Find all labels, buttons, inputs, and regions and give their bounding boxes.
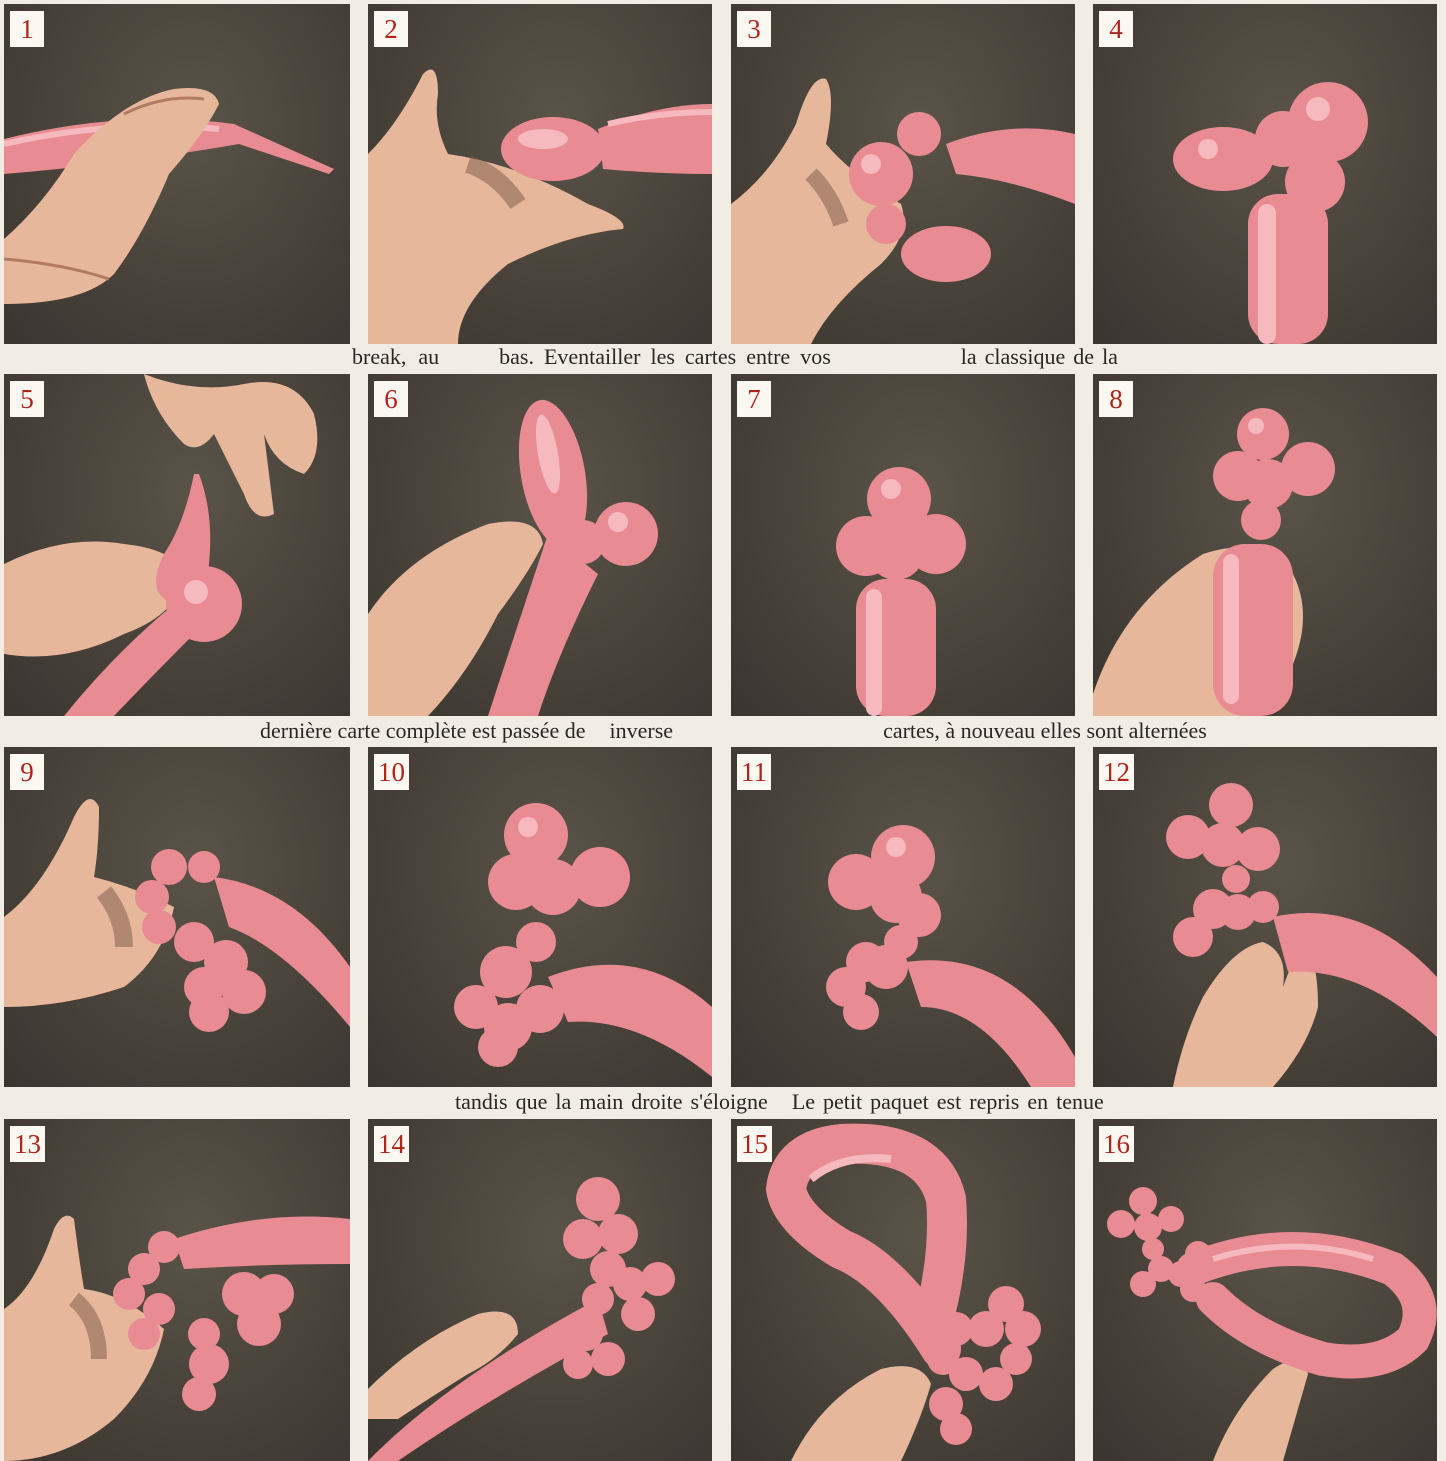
step-number: 12: [1099, 754, 1134, 790]
step-13-photo: 13: [4, 1119, 350, 1461]
step-10-photo: 10: [368, 747, 712, 1087]
bleed-text-row-3: tandis que la main droite s'éloigne Le p…: [0, 1087, 1446, 1117]
step-number: 10: [374, 754, 409, 790]
bleed-text-row-1: break, au bas. Eventailler les cartes en…: [352, 342, 1446, 372]
bleed-text-row-2: dernière carte complète est passée de in…: [0, 716, 1446, 746]
step-number: 1: [10, 11, 44, 47]
poodle-front-side-illustration: [731, 747, 1075, 1087]
step-number: 6: [374, 381, 408, 417]
balloon-first-bubble-illustration: [368, 4, 712, 344]
step-8-photo: 8: [1093, 374, 1437, 716]
step-number: 8: [1099, 381, 1133, 417]
step-number: 16: [1099, 1126, 1134, 1162]
poodle-head-held-illustration: [1093, 374, 1437, 716]
balloon-twist-illustration: [4, 374, 350, 716]
poodle-head-illustration: [1093, 4, 1437, 344]
step-number: 14: [374, 1126, 409, 1162]
step-number: 3: [737, 11, 771, 47]
step-number: 5: [10, 381, 44, 417]
step-number: 4: [1099, 11, 1133, 47]
step-12-photo: 12: [1093, 747, 1437, 1087]
step-4-photo: 4: [1093, 4, 1437, 344]
step-7-photo: 7: [731, 374, 1075, 716]
step-number: 11: [737, 754, 771, 790]
poodle-head-front-illustration: [731, 374, 1075, 716]
poodle-head-ear-illustration: [368, 374, 712, 716]
balloon-multi-bubble-illustration: [731, 4, 1075, 344]
poodle-legs-twist-illustration: [4, 747, 350, 1087]
balloon-inflating-illustration: [4, 4, 350, 344]
step-15-photo: 15: [731, 1119, 1075, 1461]
step-number: 7: [737, 381, 771, 417]
step-3-photo: 3: [731, 4, 1075, 344]
step-6-photo: 6: [368, 374, 712, 716]
step-number: 9: [10, 754, 44, 790]
poodle-tail-loop-illustration: [731, 1119, 1075, 1461]
step-9-photo: 9: [4, 747, 350, 1087]
poodle-body-illustration: [368, 1119, 712, 1461]
step-number: 2: [374, 11, 408, 47]
step-5-photo: 5: [4, 374, 350, 716]
poodle-front-held-illustration: [1093, 747, 1437, 1087]
step-14-photo: 14: [368, 1119, 712, 1461]
step-2-photo: 2: [368, 4, 712, 344]
finished-poodle-illustration: [1093, 1119, 1437, 1461]
step-number: 13: [10, 1126, 45, 1162]
poodle-front-legs-illustration: [368, 747, 712, 1087]
step-number: 15: [737, 1126, 772, 1162]
poodle-back-legs-twist-illustration: [4, 1119, 350, 1461]
step-16-photo: 16: [1093, 1119, 1437, 1461]
step-11-photo: 11: [731, 747, 1075, 1087]
step-1-photo: 1: [4, 4, 350, 344]
